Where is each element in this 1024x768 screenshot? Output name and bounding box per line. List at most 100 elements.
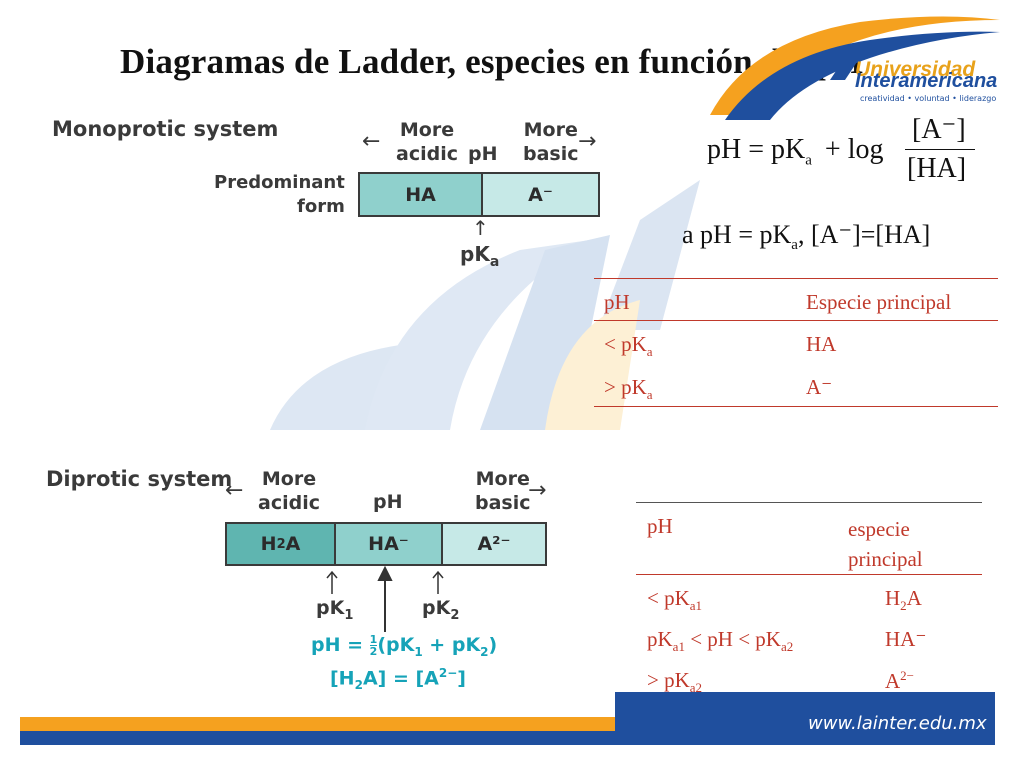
pk1-main: pK — [316, 597, 345, 619]
table2-header-rule — [636, 574, 982, 575]
table2-header-species: especie principal — [848, 514, 923, 574]
table1-row1-species: HA — [806, 332, 837, 356]
table1-row2-species: A⁻ — [806, 375, 833, 399]
t2r3-ph-a: > pK — [647, 668, 690, 692]
t2r2-ph-a: pK — [647, 627, 673, 651]
ph-mid-arrow-icon — [377, 566, 393, 632]
f1-sub1: 1 — [414, 644, 423, 659]
t2r1-ph-a: < pK — [647, 586, 690, 610]
table1-header-species: Especie principal — [806, 290, 952, 314]
f1-lhs: pH = — [311, 634, 370, 656]
logo-slogan: creatividad • voluntad • liderazgo — [860, 94, 997, 103]
pka-label: pKa — [460, 242, 499, 270]
dip-more-acidic-line1: More — [261, 468, 317, 490]
eq1-plus-log: + log — [824, 134, 884, 165]
h2a-sub: 2 — [276, 536, 286, 552]
footer-url-link[interactable]: www.lainter.edu.mx — [808, 713, 987, 734]
dip-more-acidic-line2: acidic — [258, 492, 320, 514]
t2r3-ph-sub1: a2 — [689, 680, 703, 696]
pk2-main: pK — [422, 597, 451, 619]
pka-main: pK — [460, 242, 490, 266]
diprotic-ph-axis-label: pH — [373, 491, 403, 513]
t2r3-sp-sup: 2− — [900, 668, 915, 683]
arrow-right-more-basic: → — [578, 129, 597, 154]
predominant-line2: form — [297, 196, 345, 217]
f2-a: [H — [330, 667, 355, 690]
eq1-lhs: pH = pK — [707, 134, 806, 165]
eq2-sub: a — [791, 237, 798, 254]
eq1-sub: a — [805, 152, 812, 169]
more-acidic-label: More acidic — [396, 118, 458, 166]
university-logo — [710, 16, 1000, 120]
t1r1-ph-main: < pK — [604, 332, 647, 356]
predominant-form-label: Predominant form — [214, 171, 345, 219]
ladder-cell-ha: HA — [360, 174, 481, 215]
watermark-shape-blue-1 — [270, 345, 400, 430]
table2-row3-ph: > pKa2 — [647, 668, 702, 696]
diprotic-more-basic-label: More basic — [475, 467, 531, 515]
dip-more-basic-line1: More — [475, 468, 530, 490]
t2-header-line2: principal — [848, 547, 923, 571]
diprotic-more-acidic-label: More acidic — [258, 467, 320, 515]
equation-at-pka: a pH = pKa, [A⁻]=[HA] — [682, 220, 930, 254]
table1-row2-ph: > pKa — [604, 375, 653, 403]
eq1-fraction-bar — [905, 149, 975, 150]
ladder-cell-a2-minus: A²⁻ — [441, 524, 545, 564]
footer-orange-stripe — [20, 717, 620, 731]
arrow-left-more-acidic: ← — [362, 129, 381, 154]
watermark-shape-blue-4 — [598, 180, 700, 330]
pk2-sub: 2 — [450, 607, 460, 623]
diprotic-arrow-right: → — [528, 478, 547, 503]
monoprotic-ladder-bar: HA A⁻ — [358, 172, 600, 217]
table2-row1-ph: < pKa1 — [647, 586, 702, 614]
table2-row1-species: H2A — [885, 586, 922, 614]
f2-sup: 2− — [438, 666, 458, 680]
table2-row3-species: A2− — [885, 668, 914, 694]
pk2-label: pK2 — [422, 597, 459, 623]
pk1-sub: 1 — [344, 607, 354, 623]
more-basic-line2: basic — [523, 143, 579, 165]
diprotic-arrows — [326, 566, 444, 632]
footer-blue-stripe — [20, 731, 620, 745]
more-acidic-line1: More — [399, 119, 455, 141]
footer-blue-box — [615, 692, 995, 745]
t2r1-sp-rest: A — [906, 586, 922, 610]
dip-more-basic-line2: basic — [475, 492, 531, 514]
f1-sub2: 2 — [480, 644, 489, 659]
ph-axis-label: pH — [468, 143, 498, 165]
ladder-cell-ha-minus: HA⁻ — [334, 524, 441, 564]
f1-den: 2 — [369, 645, 378, 658]
f2-c: ] — [457, 667, 466, 690]
f1-rhs-c: ) — [488, 634, 498, 656]
h2a-main: H — [260, 533, 277, 555]
logo-name-line1: Universidad — [855, 58, 976, 81]
t2r2-ph-sub2: a2 — [780, 639, 794, 655]
pk2-arrow-icon — [432, 570, 444, 594]
t2r2-ph-b: < pH < pK — [684, 627, 781, 651]
eq2-part-b: , [A⁻]=[HA] — [797, 220, 931, 249]
table1-row1-ph: < pKa — [604, 332, 653, 360]
t1r2-ph-main: > pK — [604, 375, 647, 399]
t2r3-sp-main: A — [885, 669, 901, 693]
logo-name-line2: Interamericana — [855, 70, 998, 92]
t2r1-sp-main: H — [885, 586, 901, 610]
f2-b: A] = [A — [362, 667, 439, 690]
t2-header-line1: especie — [848, 517, 910, 541]
ladder-cell-a-minus: A⁻ — [481, 174, 598, 215]
pka-arrow-up-icon: ↑ — [472, 216, 489, 240]
table1-top-rule — [594, 278, 998, 279]
watermark-shape-blue-2 — [365, 240, 590, 430]
h2a-rest: A — [285, 533, 301, 555]
table2-top-rule — [636, 502, 982, 503]
monoprotic-heading: Monoprotic system — [52, 117, 279, 141]
table2-row2-ph: pKa1 < pH < pKa2 — [647, 627, 793, 655]
table2-row2-species: HA⁻ — [885, 627, 927, 651]
table2-header-ph: pH — [647, 514, 673, 538]
t1r2-ph-sub: a — [646, 387, 653, 403]
pka-sub: a — [489, 254, 500, 270]
